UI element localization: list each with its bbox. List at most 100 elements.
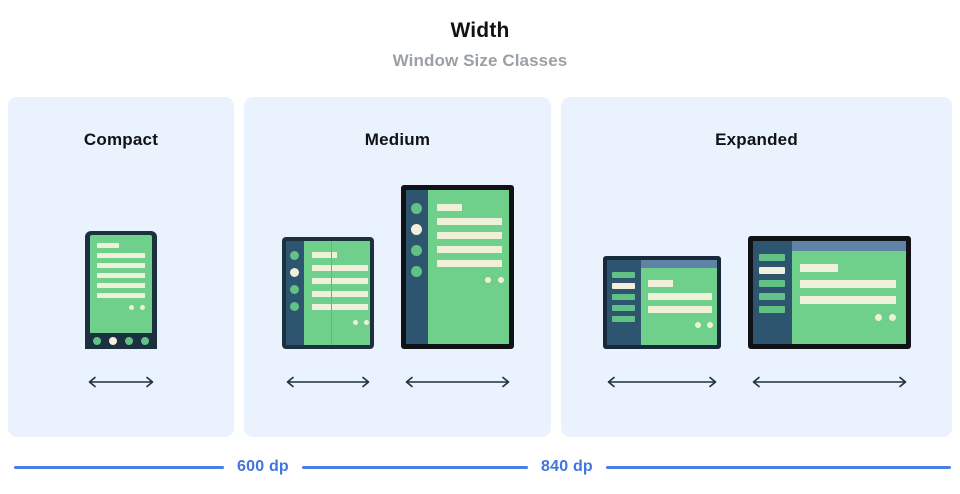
fold-crease — [330, 241, 332, 345]
content-line — [436, 218, 502, 225]
measure-label-840: 840 dp — [541, 458, 593, 475]
panel-title-expanded: Expanded — [715, 130, 798, 149]
device-tablet-portrait — [400, 185, 514, 349]
rail-item — [612, 316, 635, 322]
app-top-bar — [791, 241, 906, 251]
measure-600dp: 600 dp — [14, 449, 502, 485]
rail-item — [759, 280, 785, 287]
device-tablet-landscape-small — [602, 256, 721, 349]
measure-line-left — [14, 465, 224, 469]
rail-item-active — [411, 224, 422, 235]
width-arrows-medium — [244, 375, 551, 389]
content-dot — [874, 314, 882, 321]
rail-item — [759, 306, 785, 313]
rail-item — [759, 293, 785, 300]
device-tablet-landscape-large — [747, 236, 911, 349]
device-phone — [85, 231, 157, 349]
content-line — [436, 260, 502, 267]
panel-title-compact: Compact — [83, 130, 159, 149]
rail-item — [411, 203, 422, 214]
content-line — [799, 280, 896, 288]
content-dot — [888, 314, 896, 321]
content-dot — [352, 320, 358, 325]
double-arrow-icon — [752, 376, 906, 388]
app-top-bar — [640, 260, 717, 268]
panel-compact: Compact — [8, 97, 234, 437]
content-dot — [363, 320, 369, 325]
content-line — [97, 283, 145, 288]
content-line — [97, 253, 145, 258]
phone-bottom-nav — [85, 333, 157, 349]
content-line — [799, 296, 896, 304]
content-line — [799, 264, 838, 272]
tablet-portrait-content — [428, 190, 509, 344]
rail-item — [612, 305, 635, 311]
panel-expanded: Expanded — [561, 97, 952, 437]
content-line — [647, 306, 712, 313]
content-dot — [694, 322, 701, 328]
page-subtitle: Window Size Classes — [392, 51, 568, 70]
header: Width Window Size Classes — [0, 18, 960, 73]
device-foldable — [281, 237, 374, 349]
rail-item — [612, 272, 635, 278]
width-arrows-expanded — [561, 375, 952, 389]
rail-item — [612, 294, 635, 300]
nav-item — [93, 337, 101, 345]
double-arrow-icon — [405, 376, 509, 388]
nav-item — [141, 337, 149, 345]
content-line — [97, 243, 119, 248]
content-line — [311, 265, 368, 271]
rail-item — [290, 302, 299, 311]
content-line — [97, 293, 145, 298]
content-dot — [497, 277, 504, 283]
panel-title-medium: Medium — [364, 130, 431, 149]
device-group-medium — [244, 185, 551, 349]
content-line — [647, 280, 673, 287]
content-line — [436, 246, 502, 253]
navigation-rail — [606, 260, 641, 345]
rail-item — [411, 245, 422, 256]
navigation-rail — [405, 190, 428, 344]
device-group-expanded — [561, 236, 952, 349]
size-class-panels: Compact — [8, 97, 952, 437]
foldable-content — [304, 241, 370, 345]
rail-item-active — [290, 268, 299, 277]
measure-line-left — [473, 465, 528, 469]
rail-item — [290, 251, 299, 260]
double-arrow-icon — [286, 376, 369, 388]
measure-label-600: 600 dp — [237, 458, 289, 475]
nav-item — [125, 337, 133, 345]
page-title: Width — [450, 19, 510, 42]
navigation-rail — [285, 241, 304, 345]
foldable-screen — [285, 241, 370, 345]
rail-item — [759, 254, 785, 261]
measure-line-right — [605, 465, 951, 469]
rail-item — [411, 266, 422, 277]
landscape-small-screen — [606, 260, 717, 345]
content-dot — [140, 305, 145, 310]
content-line — [311, 278, 368, 284]
tablet-portrait-screen — [405, 190, 509, 344]
landscape-large-content — [791, 241, 906, 344]
rail-item — [290, 285, 299, 294]
content-line — [97, 273, 145, 278]
device-group-compact — [8, 231, 234, 349]
landscape-large-screen — [752, 241, 906, 344]
content-line — [436, 232, 502, 239]
measure-840dp: 840 dp — [473, 449, 951, 485]
content-dot — [129, 305, 134, 310]
measure-line-right — [301, 465, 502, 469]
double-arrow-icon — [607, 376, 716, 388]
panel-medium: Medium — [244, 97, 551, 437]
rail-item-active — [759, 267, 785, 274]
content-line — [436, 204, 462, 211]
content-line — [647, 293, 712, 300]
rail-item-active — [612, 283, 635, 289]
width-arrows-compact — [8, 375, 234, 389]
content-dot — [706, 322, 713, 328]
navigation-rail — [752, 241, 792, 344]
landscape-small-content — [640, 260, 717, 345]
content-line — [311, 291, 368, 297]
nav-item-active — [109, 337, 117, 345]
